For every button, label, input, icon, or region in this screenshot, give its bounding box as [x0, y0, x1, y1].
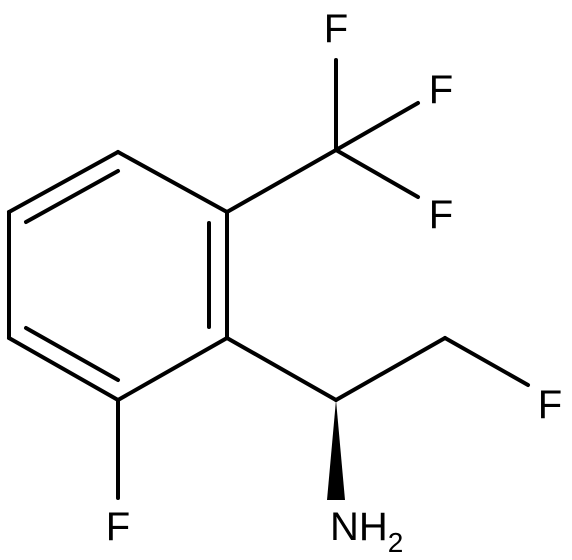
bond-ring-to-stereocenter	[225, 336, 338, 402]
atom-f-right-upper: F	[429, 68, 453, 112]
bond-stereocenter-to-ch2	[334, 336, 447, 402]
ring-bond-1	[116, 150, 229, 214]
ring-double-bond-top	[24, 169, 120, 224]
atom-f-ring: F	[106, 505, 130, 549]
ring-double-bond-bottom-left	[24, 326, 120, 382]
side-chain: F NH2	[225, 336, 562, 558]
wedge-bond-to-amine	[327, 400, 345, 500]
ring-fluorine: F	[106, 398, 130, 549]
atom-f-side-chain: F	[538, 383, 562, 427]
bond-ring-to-cf3	[225, 148, 338, 214]
bond-cf3-to-f-right-upper	[334, 101, 420, 152]
atom-amine-n: NH2	[330, 505, 403, 558]
ring-bond-4	[7, 336, 120, 402]
ring-bond-3	[116, 336, 229, 402]
benzene-ring	[7, 150, 229, 402]
amine-label: NH	[330, 505, 388, 549]
bond-ch2-to-f	[443, 336, 530, 387]
bond-cf3-to-f-right-lower	[334, 148, 420, 199]
ring-bond-6	[7, 150, 120, 214]
atom-f-top: F	[324, 7, 348, 51]
amine-subscript: 2	[388, 527, 404, 558]
atom-f-right-lower: F	[429, 193, 453, 237]
trifluoromethyl-group: F F F	[225, 7, 453, 237]
